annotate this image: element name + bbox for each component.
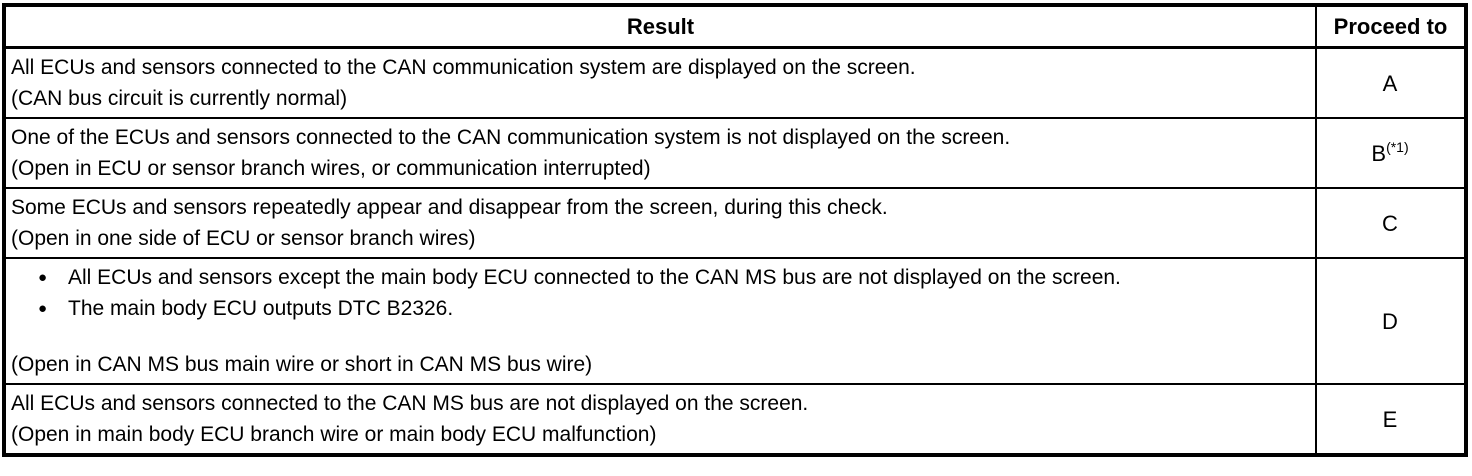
result-cell: All ECUs and sensors connected to the CA… — [3, 383, 1317, 456]
table-row: All ECUs and sensors connected to the CA… — [3, 383, 1467, 456]
result-column-header: Result — [3, 4, 1317, 49]
result-cell: All ECUs and sensors connected to the CA… — [3, 46, 1317, 119]
proceed-cell: A — [1315, 46, 1467, 119]
bullet-icon: ● — [38, 269, 48, 286]
proceed-footnote-ref: (*1) — [1386, 138, 1409, 155]
blank-line — [11, 324, 1309, 349]
proceed-cell: E — [1315, 383, 1467, 456]
table-header-row: Result Proceed to — [3, 4, 1467, 49]
proceed-cell: D — [1315, 257, 1467, 385]
bullet-line: ● All ECUs and sensors except the main bo… — [11, 262, 1309, 293]
table-row: ● All ECUs and sensors except the main bo… — [3, 257, 1467, 385]
bullet-line: ● The main body ECU outputs DTC B2326. — [11, 293, 1309, 324]
bullet-text: The main body ECU outputs DTC B2326. — [68, 297, 454, 320]
table-row: Some ECUs and sensors repeatedly appear … — [3, 187, 1467, 259]
result-line: All ECUs and sensors connected to the CA… — [11, 56, 916, 79]
proceed-cell: C — [1315, 187, 1467, 259]
proceed-to-column-header: Proceed to — [1315, 4, 1467, 49]
table-row: One of the ECUs and sensors connected to… — [3, 117, 1467, 189]
proceed-cell: B(*1) — [1315, 117, 1467, 189]
proceed-letter: C — [1382, 210, 1398, 236]
table-row: All ECUs and sensors connected to the CA… — [3, 46, 1467, 119]
document-page: Result Proceed to All ECUs and sensors c… — [2, 3, 1468, 457]
bullet-icon: ● — [38, 300, 48, 317]
result-cell: One of the ECUs and sensors connected to… — [3, 117, 1317, 189]
result-line: (CAN bus circuit is currently normal) — [11, 87, 348, 110]
result-line: (Open in ECU or sensor branch wires, or … — [11, 157, 651, 180]
result-line: Some ECUs and sensors repeatedly appear … — [11, 196, 888, 219]
result-line: (Open in main body ECU branch wire or ma… — [11, 423, 657, 446]
proceed-letter: D — [1382, 308, 1398, 334]
bullet-text: All ECUs and sensors except the main bod… — [68, 266, 1121, 289]
result-line: (Open in one side of ECU or sensor branc… — [11, 227, 476, 250]
result-cell: ● All ECUs and sensors except the main bo… — [3, 257, 1317, 385]
result-note: (Open in CAN MS bus main wire or short i… — [11, 353, 593, 376]
table-body: All ECUs and sensors connected to the CA… — [3, 46, 1467, 456]
result-line: All ECUs and sensors connected to the CA… — [11, 392, 809, 415]
result-line: One of the ECUs and sensors connected to… — [11, 126, 1011, 149]
proceed-letter: B — [1371, 140, 1387, 166]
diagnostic-result-table: Result Proceed to All ECUs and sensors c… — [2, 3, 1468, 457]
proceed-letter: E — [1382, 406, 1398, 432]
result-cell: Some ECUs and sensors repeatedly appear … — [3, 187, 1317, 259]
proceed-letter: A — [1382, 70, 1398, 96]
